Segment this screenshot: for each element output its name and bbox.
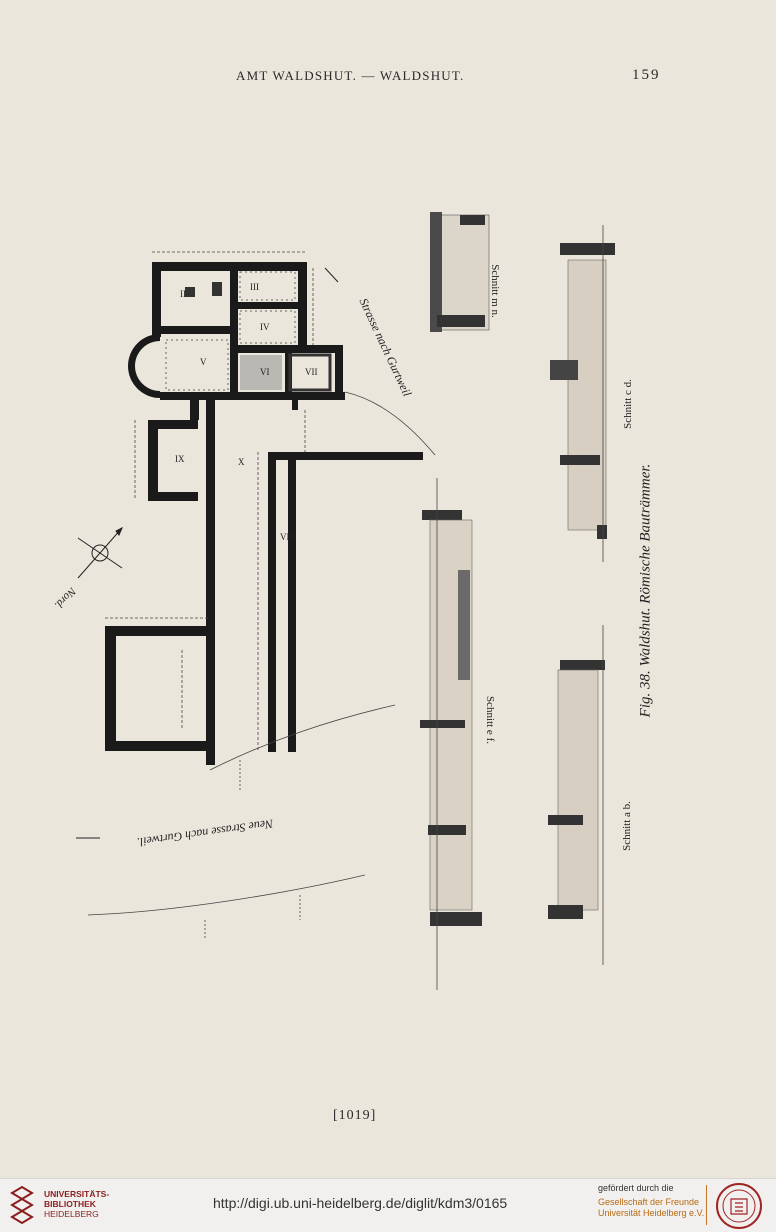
room-number-label: III bbox=[250, 282, 259, 292]
section-cd bbox=[550, 225, 615, 562]
room-number-label: V bbox=[200, 357, 207, 367]
plan-figure: II III IV V VI VII IX X VIII bbox=[76, 212, 615, 990]
sponsor-credit: gefördert durch die Gesellschaft der Fre… bbox=[598, 1183, 704, 1219]
plan-walls bbox=[105, 262, 423, 765]
section-ab bbox=[548, 625, 605, 965]
road-arrows bbox=[76, 267, 339, 839]
room-number-label: II bbox=[180, 289, 186, 299]
room-number-label: IV bbox=[260, 322, 270, 332]
room-number-label: IX bbox=[175, 454, 185, 464]
section-label-ab: Schnitt a b. bbox=[621, 801, 633, 851]
room-number-label: VI bbox=[260, 367, 270, 377]
running-header: AMT WALDSHUT. — WALDSHUT. 159 bbox=[0, 67, 776, 88]
footer-bar: UNIVERSITÄTS- BIBLIOTHEK HEIDELBERG http… bbox=[0, 1178, 776, 1232]
section-mn bbox=[430, 212, 490, 332]
dimension-lines bbox=[105, 251, 314, 752]
room-number-label: VIII bbox=[280, 532, 296, 542]
plan-labels: II III IV V VI VII IX X VIII bbox=[175, 282, 318, 542]
plan-hatching bbox=[165, 271, 332, 392]
permalink-url[interactable]: http://digi.ub.uni-heidelberg.de/diglit/… bbox=[213, 1195, 508, 1211]
room-number-label: VII bbox=[305, 367, 318, 377]
section-label-ef: Schnitt e f. bbox=[484, 696, 496, 744]
university-library-logo-icon bbox=[10, 1185, 34, 1225]
sheet-number: [1019] bbox=[333, 1108, 377, 1123]
library-name: UNIVERSITÄTS- BIBLIOTHEK HEIDELBERG bbox=[44, 1189, 110, 1219]
north-arrow-icon bbox=[77, 526, 123, 579]
room-number-label: X bbox=[238, 457, 245, 467]
figure-caption: Fig. 38. Waldshut. Römische Bauträmmer. bbox=[637, 463, 654, 718]
section-label-mn: Schnitt m n. bbox=[489, 264, 501, 318]
university-seal-icon bbox=[716, 1183, 762, 1229]
road-lines bbox=[87, 391, 436, 940]
sponsor-org-line-2: Universität Heidelberg e.V. bbox=[598, 1208, 705, 1218]
sponsor-org-line-1: Gesellschaft der Freunde bbox=[598, 1197, 700, 1207]
section-label-cd: Schnitt c d. bbox=[622, 379, 634, 429]
sponsor-label: gefördert durch die bbox=[598, 1183, 674, 1193]
scanned-page: AMT WALDSHUT. — WALDSHUT. 159 bbox=[0, 67, 776, 1123]
footer-divider bbox=[706, 1185, 707, 1225]
section-ef bbox=[420, 478, 482, 990]
running-title: AMT WALDSHUT. — WALDSHUT. bbox=[236, 68, 465, 83]
page-number: 159 bbox=[632, 67, 661, 83]
